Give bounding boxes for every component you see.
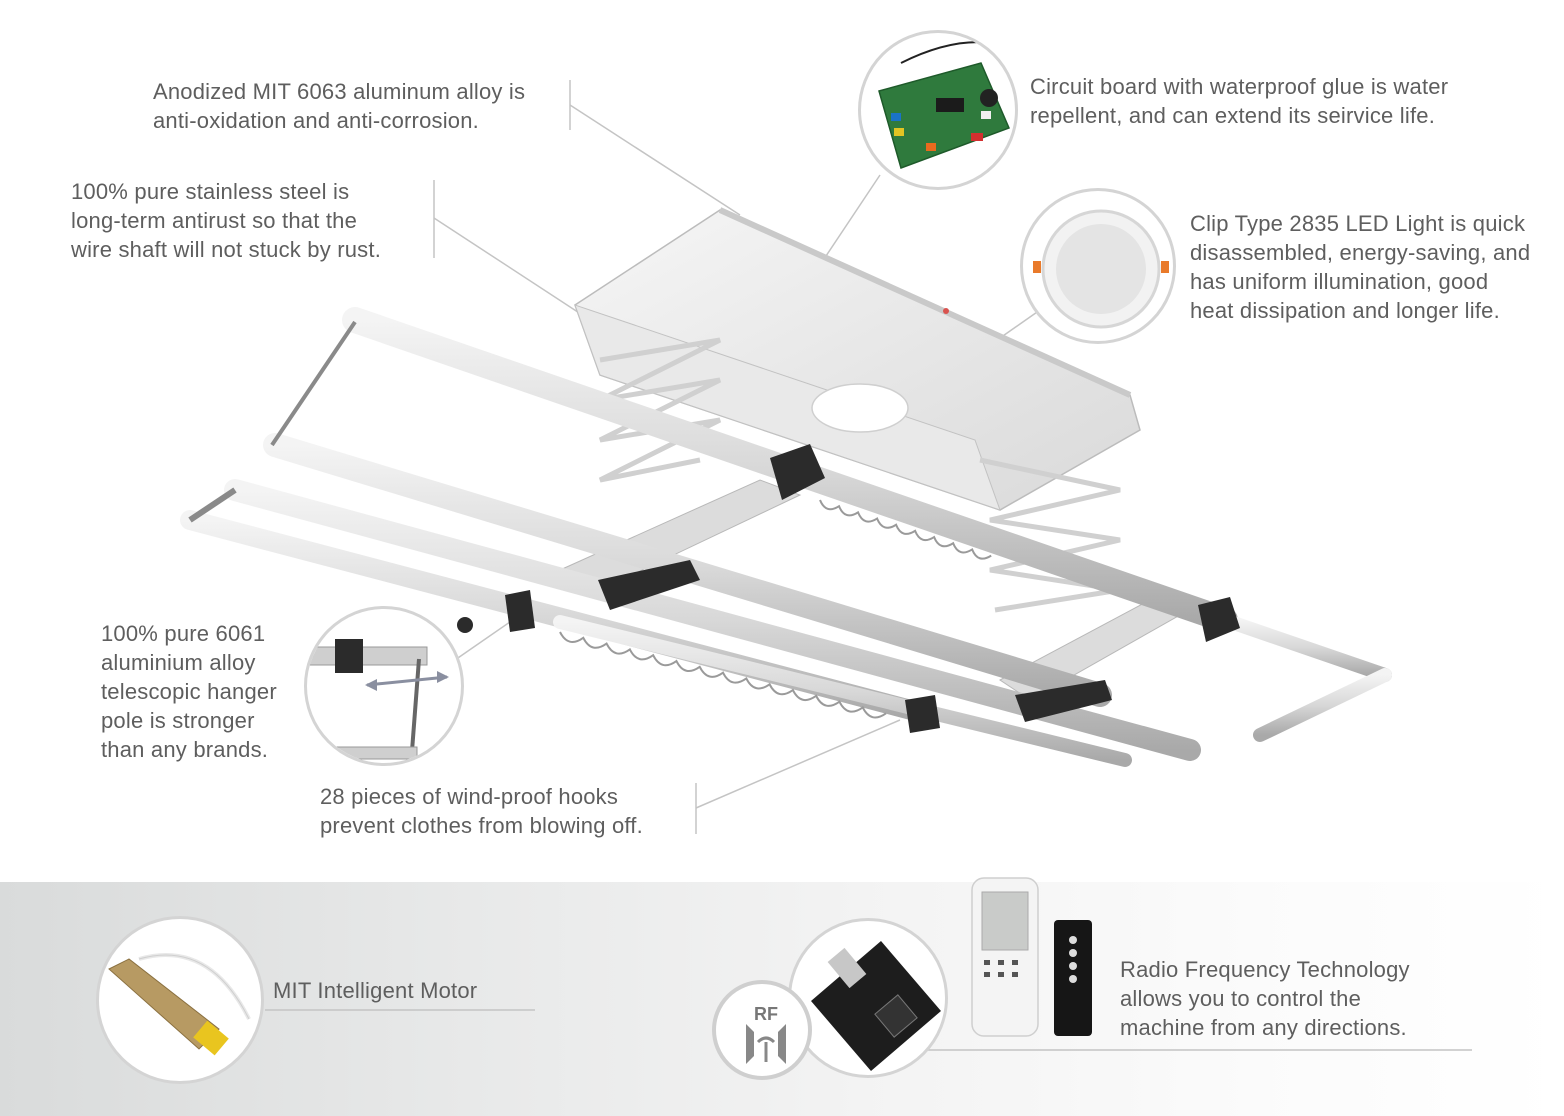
callout-led-line-1: Clip Type 2835 LED Light is quick xyxy=(1190,211,1526,236)
wind-proof-hooks xyxy=(559,499,992,719)
callout-motor: MIT Intelligent Motor xyxy=(273,976,477,1005)
callout-aluminum-line-2: anti-oxidation and anti-corrosion. xyxy=(153,108,479,133)
callout-pole-line-2: aluminium alloy xyxy=(101,650,256,675)
callout-pole-line-1: 100% pure 6061 xyxy=(101,621,266,646)
black-brackets xyxy=(457,444,1240,733)
motor-icon xyxy=(108,953,251,1056)
callout-pole-line-5: than any brands. xyxy=(101,737,269,762)
callout-steel: 100% pure stainless steel is long-term a… xyxy=(71,177,381,264)
callout-led-line-2: disassembled, energy-saving, and xyxy=(1190,240,1531,265)
leader-lines xyxy=(265,80,1472,1051)
motor-housing xyxy=(574,207,1141,511)
telescopic-pole-circle xyxy=(304,606,464,766)
callout-pole-line-4: pole is stronger xyxy=(101,708,255,733)
callout-hooks-line-1: 28 pieces of wind-proof hooks xyxy=(320,784,619,809)
rf-module-circle xyxy=(788,918,948,1078)
motor-circle xyxy=(96,916,264,1084)
callout-circuit-line-1: Circuit board with waterproof glue is wa… xyxy=(1030,74,1449,99)
led-light-circle xyxy=(1020,188,1176,344)
callout-hooks-line-2: prevent clothes from blowing off. xyxy=(320,813,643,838)
circuit-board-icon xyxy=(878,41,1011,169)
rf-badge-text: RF xyxy=(754,1004,778,1024)
callout-steel-line-1: 100% pure stainless steel is xyxy=(71,179,350,204)
callout-radio-line-2: allows you to control the xyxy=(1120,986,1362,1011)
callout-steel-line-2: long-term antirust so that the xyxy=(71,208,358,233)
callout-pole-line-3: telescopic hanger xyxy=(101,679,277,704)
telescopic-pole-icon xyxy=(307,639,449,760)
callout-radio-line-3: machine from any directions. xyxy=(1120,1015,1407,1040)
rf-signal-icon: RF xyxy=(746,1004,786,1064)
callout-led-line-4: heat dissipation and longer life. xyxy=(1190,298,1500,323)
callout-aluminum-line-1: Anodized MIT 6063 aluminum alloy is xyxy=(153,79,526,104)
rf-module-icon xyxy=(811,941,941,1071)
rf-badge: RF xyxy=(712,980,812,1080)
callout-led: Clip Type 2835 LED Light is quick disass… xyxy=(1190,209,1530,325)
callout-circuit: Circuit board with waterproof glue is wa… xyxy=(1030,72,1448,130)
callout-hooks: 28 pieces of wind-proof hooks prevent cl… xyxy=(320,782,643,840)
callout-steel-line-3: wire shaft will not stuck by rust. xyxy=(71,237,382,262)
callout-led-line-3: has uniform illumination, good xyxy=(1190,269,1489,294)
callout-radio: Radio Frequency Technology allows you to… xyxy=(1120,955,1410,1042)
callout-circuit-line-2: repellent, and can extend its seirvice l… xyxy=(1030,103,1436,128)
callout-motor-line-1: MIT Intelligent Motor xyxy=(273,978,478,1003)
circuit-board-circle xyxy=(858,30,1018,190)
callout-pole: 100% pure 6061 aluminium alloy telescopi… xyxy=(101,619,277,764)
callout-aluminum: Anodized MIT 6063 aluminum alloy is anti… xyxy=(153,77,525,135)
callout-radio-line-1: Radio Frequency Technology xyxy=(1120,957,1410,982)
led-light-icon xyxy=(1033,209,1169,329)
